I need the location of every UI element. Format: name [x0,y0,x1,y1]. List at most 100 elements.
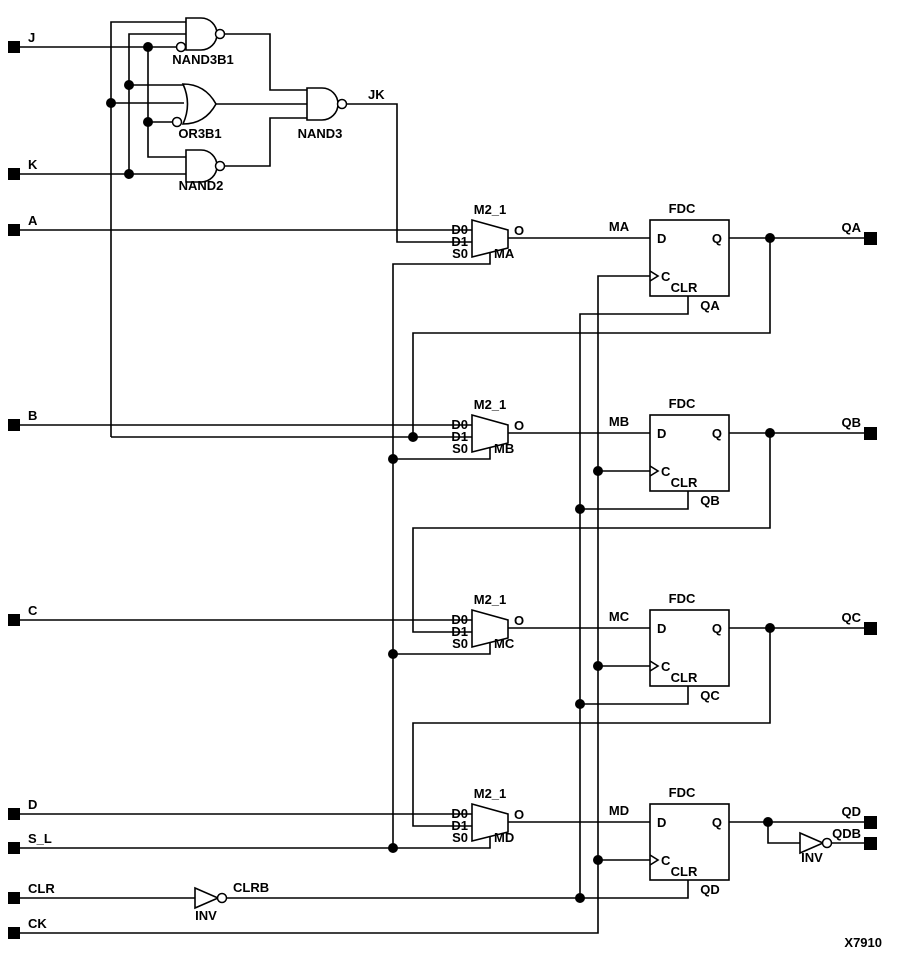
input-label-a: A [28,213,38,228]
mux-c-type-label: M2_1 [474,592,507,607]
fdc-a-pin-clr: CLR [671,280,698,295]
fdc-a-net-label: QA [700,298,720,313]
output-label-qdb: QDB [832,826,861,841]
input-pin-d [8,808,20,820]
mux-b-pin-s0: S0 [452,441,468,456]
nand3b1-input-bubble [175,41,187,53]
fdc-a-type-label: FDC [669,201,696,216]
input-label-clr: CLR [28,881,55,896]
output-labels: QA QB QC QD QDB [832,220,862,841]
nand2-output-wire [225,117,307,167]
figure-id-label: X7910 [844,935,882,950]
fdc-d-net-label: QD [700,882,720,897]
mux-c-pin-s0: S0 [452,636,468,651]
junction-dot [388,649,398,659]
nand2-label: NAND2 [179,178,224,193]
j-net-wire [20,46,186,158]
junction-dot [765,428,775,438]
output-pin-qdb [864,837,877,850]
fdc-c-net-label: QC [700,688,720,703]
mux-c-pin-d0: D0 [451,612,468,627]
or3b1-input-bubble [171,116,183,128]
junction-dot [408,432,418,442]
nand3-label: NAND3 [298,126,343,141]
fdc-d-pin-clr: CLR [671,864,698,879]
fdc-d: FDC D Q C CLR QD [649,785,730,897]
output-label-qd: QD [842,804,862,819]
nand2-output-bubble [214,160,226,172]
fdc-d-body [649,803,730,881]
or3b1-body [181,83,217,125]
junction-dot [765,623,775,633]
qb-feedback-wire [412,432,864,633]
clrb-net-label: CLRB [233,880,269,895]
junction-dot [143,42,153,52]
input-pin-s-l [8,842,20,854]
fdc-b-pin-d: D [657,426,666,441]
clr-inverter-body [194,886,221,910]
fdc-a-pin-c: C [661,269,671,284]
junction-dot [575,893,585,903]
mux-a-pin-d1: D1 [451,234,468,249]
mux-a-body [471,218,509,259]
fdc-b-body [649,414,730,492]
mux-a-pin-s0: S0 [452,246,468,261]
fdc-c: FDC D Q C CLR QC [649,591,730,703]
fdc-b-pin-q: Q [712,426,722,441]
nand3-output-bubble [336,98,348,110]
qd-output-wire [729,821,864,844]
qc-feedback-wire [412,627,864,827]
fdc-a-pin-q: Q [712,231,722,246]
junction-dot [388,454,398,464]
mux-b-type-label: M2_1 [474,397,507,412]
mux-b: M2_1 D0 D1 S0 O MB [451,397,524,456]
mux-d-pin-o: O [514,807,524,822]
nand2-gate: NAND2 [179,149,226,193]
qd-inverter-gate: INV [799,831,833,865]
nand3b1-gate: NAND3B1 [172,17,234,67]
nand3b1-output-bubble [214,28,226,40]
clr-inverter-bubble [216,892,228,904]
qa-feedback-wire [110,21,864,438]
clrb-net-wire [226,296,689,899]
fdc-c-clock-triangle [649,660,660,672]
mux-d-net-label: MD [494,830,514,845]
fdc-a-pin-d: D [657,231,666,246]
mux-a: M2_1 D0 D1 S0 O MA [451,202,524,261]
fdc-c-body [649,609,730,687]
input-label-j: J [28,30,35,45]
junction-dot [575,504,585,514]
mc-wire-label: MC [609,609,630,624]
jk-net-wire [346,103,472,243]
k-net-wire [20,33,186,175]
junction-dot [388,843,398,853]
input-pins [8,41,20,939]
junction-dot [124,80,134,90]
junction-dot [593,466,603,476]
mux-c-pin-d1: D1 [451,624,468,639]
fdc-a-clock-triangle [649,270,660,282]
output-pin-qc [864,622,877,635]
or3b1-gate: OR3B1 [171,83,222,141]
nand3b1-body [185,17,218,51]
junction-dot [575,699,585,709]
output-pin-qd [864,816,877,829]
fdc-d-pin-c: C [661,853,671,868]
qd-inverter-label: INV [801,850,823,865]
mb-wire-label: MB [609,414,629,429]
input-label-c: C [28,603,38,618]
fdc-b-net-label: QB [700,493,720,508]
fdc-d-pin-q: Q [712,815,722,830]
fdc-c-type-label: FDC [669,591,696,606]
fdc-a: FDC D Q C CLR QA [649,201,730,313]
fdc-c-pin-d: D [657,621,666,636]
fdc-b-pin-clr: CLR [671,475,698,490]
mux-b-pin-o: O [514,418,524,433]
mux-b-body [471,413,509,454]
input-pin-b [8,419,20,431]
junction-dot [143,117,153,127]
input-label-ck: CK [28,916,47,931]
clr-inverter-gate: INV [194,886,228,923]
